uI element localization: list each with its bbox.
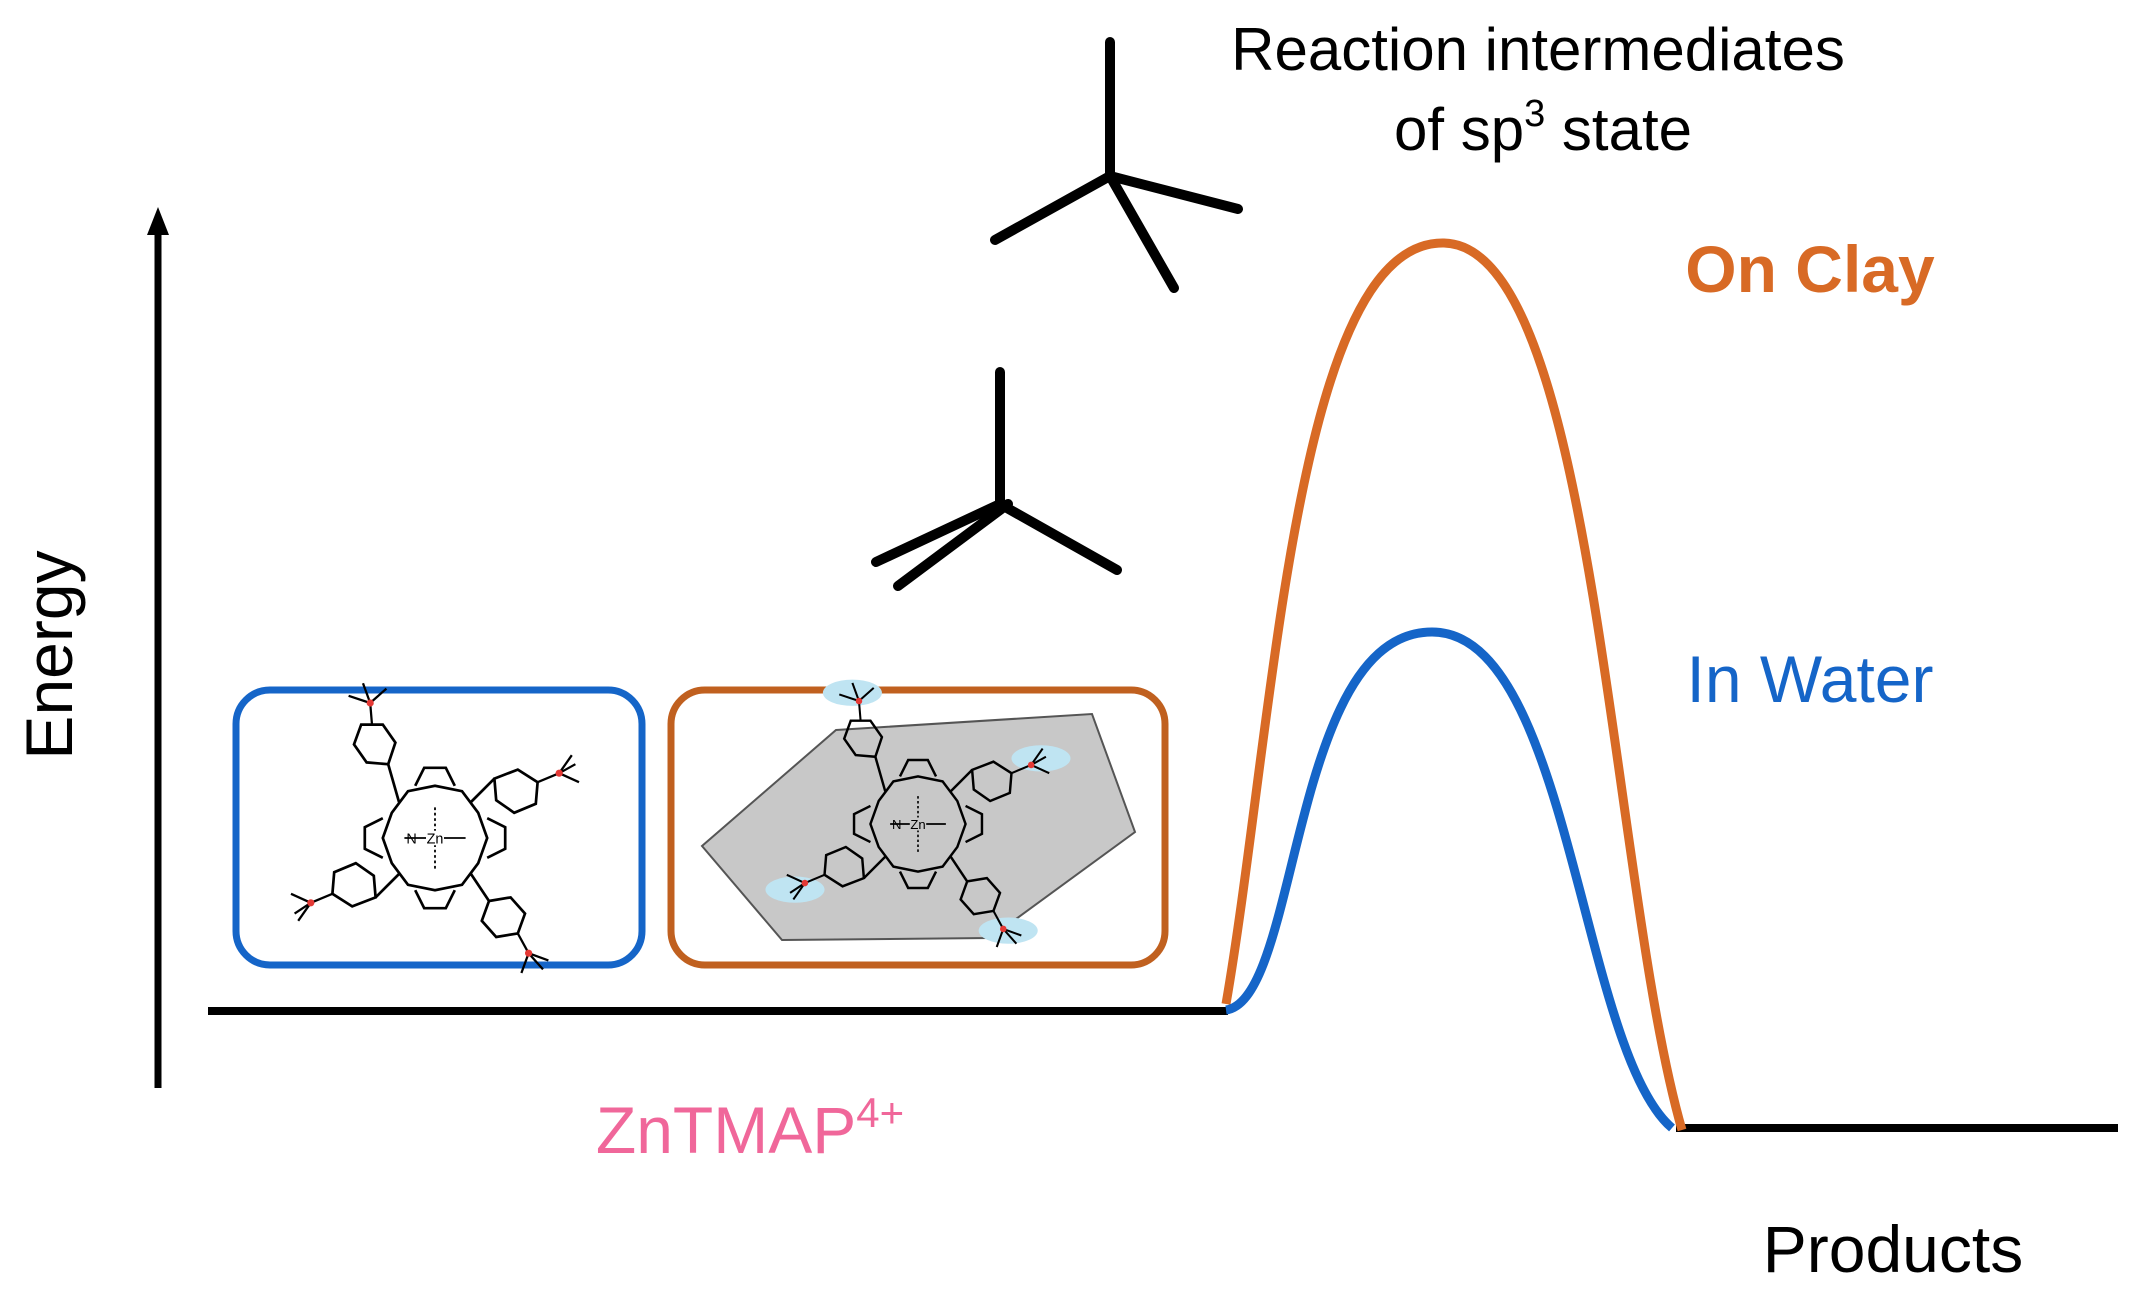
intermediates-superscript: 3 <box>1524 93 1545 135</box>
in-water-molecule-box <box>232 686 646 969</box>
intermediates-line2-suffix: state <box>1545 96 1692 163</box>
on-clay-label: On Clay <box>1685 232 1935 306</box>
energy-axis-arrowhead <box>147 207 169 235</box>
sp2-structure <box>871 367 1122 591</box>
porphyrin-water-nitrogen-label: N <box>406 831 416 847</box>
porphyrin-clay-nitrogen-label: N <box>892 817 901 832</box>
porphyrin-clay-zinc-label: Zn <box>910 817 925 832</box>
sp3-structure <box>990 37 1243 293</box>
reactant-superscript: 4+ <box>856 1089 904 1136</box>
porphyrin-clay: Zn N <box>765 679 1071 949</box>
in-water-energy-curve <box>1224 627 1675 1132</box>
intermediates-line2-prefix: of sp <box>1394 96 1524 163</box>
in-water-label: In Water <box>1687 642 1934 716</box>
on-clay-energy-curve <box>1221 238 1687 1132</box>
energy-axis-label: Energy <box>12 550 86 759</box>
reactant-label: ZnTMAP4+ <box>596 1089 904 1167</box>
intermediates-title-line2: of sp3 state <box>1394 93 1692 163</box>
porphyrin-water-zinc-label: Zn <box>427 831 444 847</box>
reactant-main: ZnTMAP <box>596 1093 856 1167</box>
intermediates-title-line1: Reaction intermediates <box>1231 16 1845 83</box>
products-label: Products <box>1763 1212 2023 1286</box>
porphyrin-water: Zn N <box>289 681 581 975</box>
